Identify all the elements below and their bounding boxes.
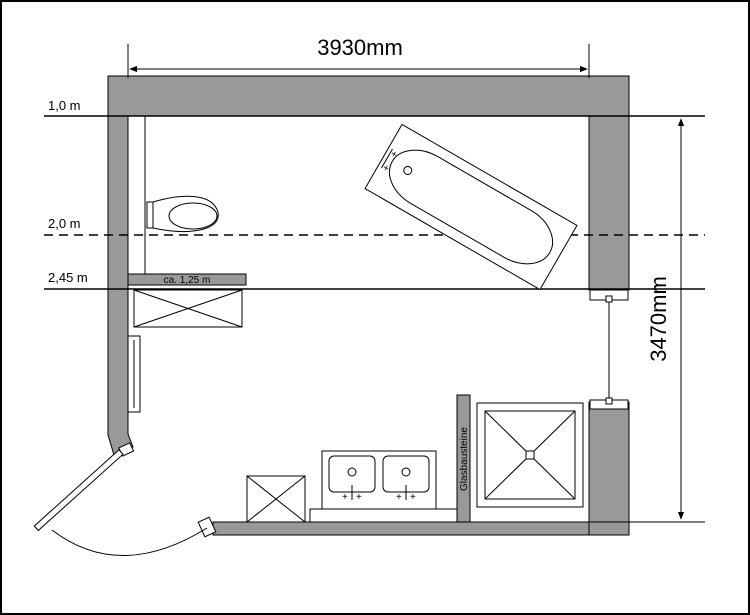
glass-block-label: Glasbausteine: [459, 427, 470, 491]
bathtub-tap-line: [381, 148, 393, 169]
cabinet-left: [133, 289, 243, 328]
door-leaf: [33, 449, 124, 532]
bathtub-drain: [403, 166, 413, 175]
width-dimension: 3930mm: [127, 35, 590, 78]
bathtub-inner: [388, 149, 554, 265]
walls: [107, 75, 630, 536]
toilet-icon: [146, 195, 219, 232]
bathtub-tap-plus-1: +: [388, 149, 399, 162]
bathtub-tap-plus-2: +: [380, 162, 391, 175]
width-label: 3930mm: [317, 35, 403, 60]
level-label-2: 2,0 m: [48, 216, 81, 231]
door-swing-arc: [51, 527, 208, 556]
sink-drain-left: [347, 467, 357, 477]
sink-tap-right-plus-2: +: [410, 492, 416, 503]
cabinet-bottom: [246, 475, 306, 523]
level-label-3: 2,45 m: [48, 270, 88, 285]
toilet-seat-opening: [168, 202, 218, 230]
right-window-latch-bottom: [605, 397, 613, 405]
bottom-wall: [212, 521, 590, 536]
right-wall-lower: [588, 401, 630, 536]
top-wall: [107, 75, 630, 117]
right-window: [589, 289, 629, 410]
sink-tap-left-plus-1: +: [342, 492, 348, 503]
left-window: [127, 335, 141, 413]
counter-shelf: [309, 508, 458, 523]
double-sink-icon: + + + +: [321, 450, 437, 510]
right-wall-upper: [588, 115, 630, 291]
sink-tap-right-plus-1: +: [396, 492, 402, 503]
sink-drain-right: [401, 467, 411, 477]
toilet-tank: [146, 201, 154, 229]
door-jamb-bottom: [197, 516, 217, 538]
door-icon: [33, 442, 217, 556]
sink-tap-left-plus-2: +: [356, 492, 362, 503]
level-lines: 1,0 m 2,0 m 2,45 m: [44, 98, 705, 290]
cabinet-left-diag-2: [133, 289, 243, 328]
shower-icon: [476, 402, 584, 508]
level-label-1: 1,0 m: [48, 98, 81, 113]
right-window-latch-top: [605, 295, 613, 303]
glass-block-wall: [456, 394, 471, 523]
cabinet-bottom-diag-2: [246, 475, 306, 523]
toilet-partition: [127, 273, 247, 286]
bathtub-icon: + +: [364, 123, 578, 291]
shelf-label: ca. 1,25 m: [164, 275, 211, 286]
height-label: 3470mm: [646, 276, 671, 362]
height-dimension: 3470mm: [589, 118, 705, 523]
shower-drain: [525, 450, 535, 460]
